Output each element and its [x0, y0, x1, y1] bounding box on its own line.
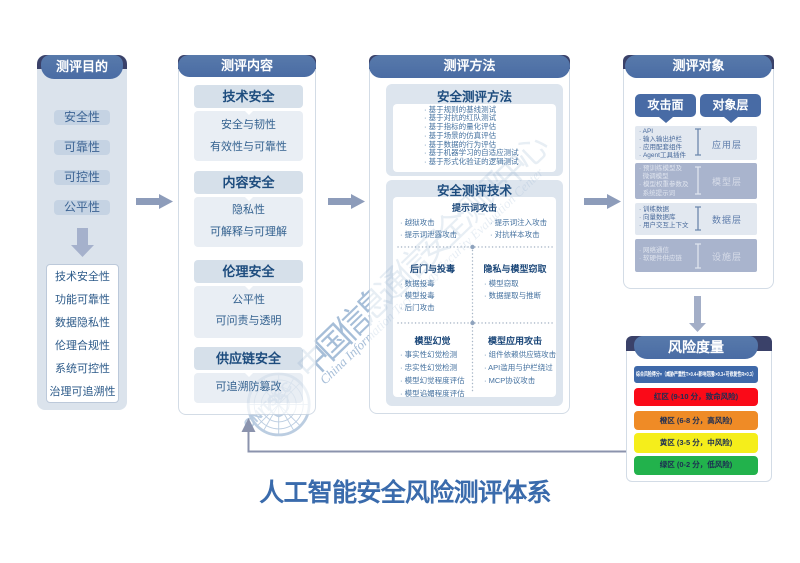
svg-text:中国信息通信安全测评中心: 中国信息通信安全测评中心: [289, 127, 555, 386]
svg-text:China Information Technology S: China Information Technology Security Ev…: [317, 164, 547, 387]
